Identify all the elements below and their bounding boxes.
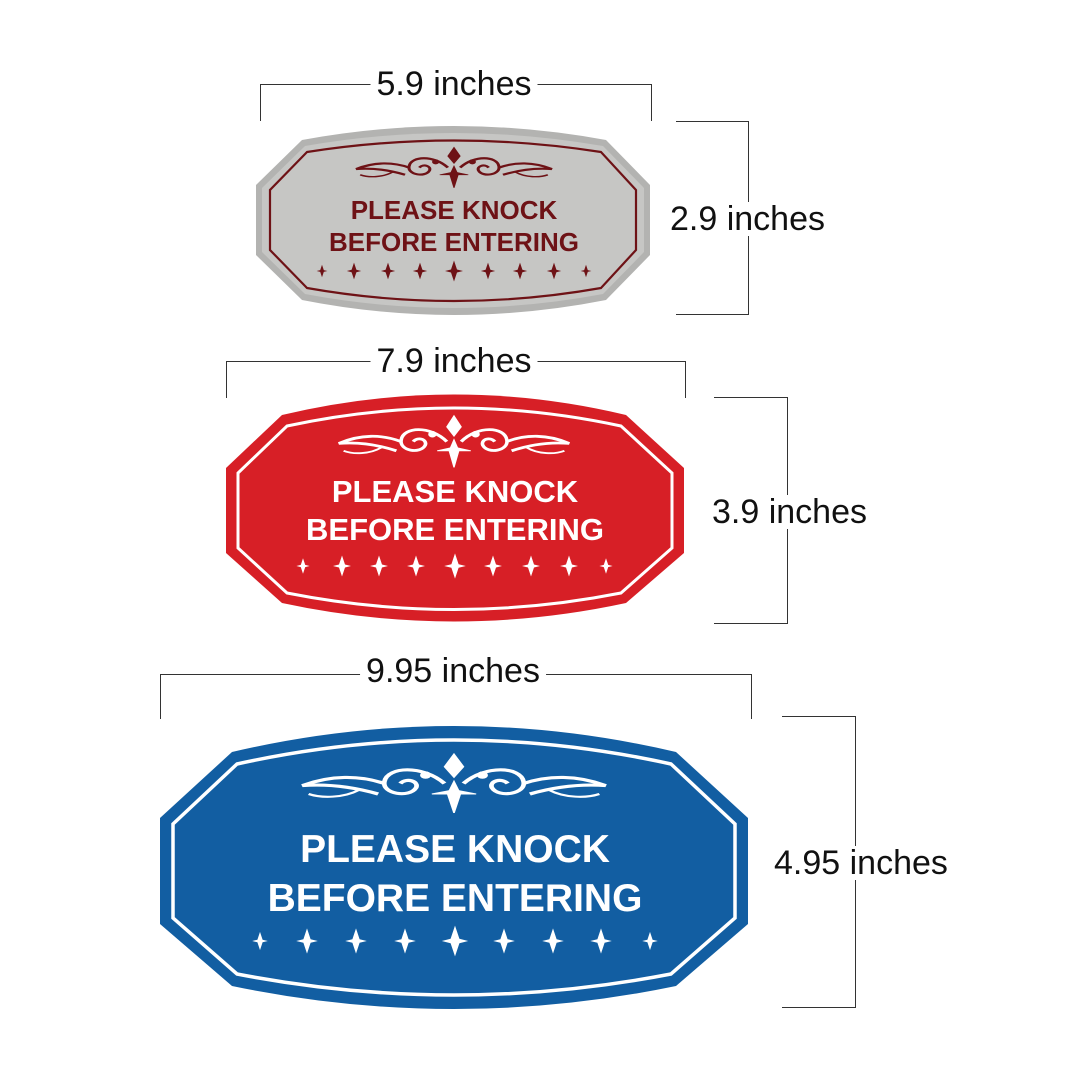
sign-small-line1: PLEASE KNOCK xyxy=(351,195,558,225)
width-label-large: 9.95 inches xyxy=(360,654,546,688)
sign-medium-line2: BEFORE ENTERING xyxy=(306,512,604,547)
sign-small: PLEASE KNOCK BEFORE ENTERING xyxy=(256,126,650,315)
height-label-small: 2.9 inches xyxy=(664,202,831,236)
sign-medium: PLEASE KNOCK BEFORE ENTERING xyxy=(226,394,684,622)
sign-large-line2: BEFORE ENTERING xyxy=(268,877,643,920)
sign-medium-line1: PLEASE KNOCK xyxy=(332,474,579,509)
sign-medium-trim xyxy=(236,406,674,611)
height-label-medium: 3.9 inches xyxy=(706,495,873,529)
sign-small-trim xyxy=(268,139,638,303)
sign-large-trim xyxy=(171,738,737,997)
sign-small-face xyxy=(262,133,644,308)
sign-large: PLEASE KNOCK BEFORE ENTERING xyxy=(160,726,748,1009)
height-label-large: 4.95 inches xyxy=(768,846,954,880)
width-label-small: 5.9 inches xyxy=(370,67,538,101)
sign-small-line2: BEFORE ENTERING xyxy=(329,227,579,257)
sign-large-line1: PLEASE KNOCK xyxy=(300,828,610,871)
width-label-medium: 7.9 inches xyxy=(370,344,538,378)
